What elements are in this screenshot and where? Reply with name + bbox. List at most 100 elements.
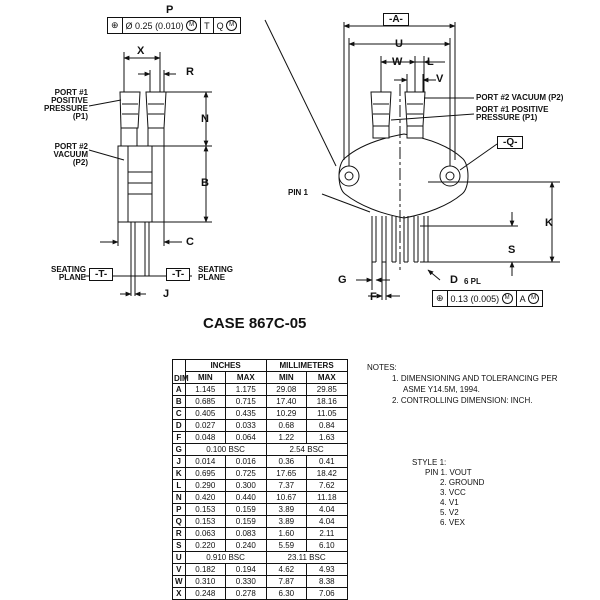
table-cell: 11.05 bbox=[306, 407, 348, 420]
dim-k: K bbox=[545, 217, 553, 229]
table-cell: 29.85 bbox=[306, 383, 348, 396]
dim-p: P bbox=[166, 4, 174, 16]
feature-control-frame-bottom: ⊕ 0.13 (0.005) M A M bbox=[432, 290, 544, 307]
fcf-tolerance: 0.13 (0.005) M bbox=[448, 291, 517, 306]
table-cell: 1.60 bbox=[265, 527, 308, 540]
table-cell: 2.54 BSC bbox=[265, 443, 348, 456]
fcf-tolerance: Ø 0.25 (0.010) M bbox=[123, 18, 202, 33]
style-pin: 4. V1 bbox=[440, 498, 459, 507]
table-cell: 0.695 bbox=[184, 467, 227, 480]
dim-b: B bbox=[201, 177, 209, 189]
table-subheader: MAX bbox=[306, 371, 348, 384]
table-cell: 0.063 bbox=[184, 527, 227, 540]
table-cell: 0.278 bbox=[225, 587, 267, 600]
table-cell: 0.84 bbox=[306, 419, 348, 432]
table-cell: 0.36 bbox=[265, 455, 308, 468]
style-pin: 2. GROUND bbox=[440, 478, 485, 487]
dim-v: V bbox=[436, 73, 444, 85]
table-cell: 29.08 bbox=[265, 383, 308, 396]
dim-u: U bbox=[395, 38, 403, 50]
table-header-inches: INCHES bbox=[184, 359, 267, 372]
table-cell: K bbox=[172, 467, 186, 480]
dim-s: S bbox=[508, 244, 516, 256]
table-cell: N bbox=[172, 491, 186, 504]
table-cell: 0.159 bbox=[225, 515, 267, 528]
fcf-datum-q: Q M bbox=[214, 18, 241, 33]
table-cell: 1.145 bbox=[184, 383, 227, 396]
table-subheader: MIN bbox=[265, 371, 308, 384]
pin1-label: PIN 1 bbox=[288, 188, 309, 197]
table-subheader: MAX bbox=[225, 371, 267, 384]
fcf-datum-t: T bbox=[201, 18, 214, 33]
table-cell: 0.300 bbox=[225, 479, 267, 492]
table-cell: 0.220 bbox=[184, 539, 227, 552]
table-dim-header: DIM bbox=[174, 374, 189, 383]
feature-control-frame-top: ⊕ Ø 0.25 (0.010) M T Q M bbox=[107, 17, 242, 34]
port1-label-left: PORT #1 POSITIVE PRESSURE (P1) bbox=[43, 88, 88, 121]
table-cell: 0.68 bbox=[265, 419, 308, 432]
table-cell: 0.330 bbox=[225, 575, 267, 588]
table-cell: 0.290 bbox=[184, 479, 227, 492]
six-places-label: 6 PL bbox=[464, 277, 481, 286]
table-cell: 0.405 bbox=[184, 407, 227, 420]
front-view bbox=[264, 19, 560, 300]
table-cell: 10.67 bbox=[265, 491, 308, 504]
datum-t-right: -T- bbox=[166, 268, 191, 281]
table-subheader: MIN bbox=[184, 371, 227, 384]
table-cell: 3.89 bbox=[265, 515, 308, 528]
table-cell: 0.014 bbox=[184, 455, 227, 468]
table-cell: 0.159 bbox=[225, 503, 267, 516]
pin-style: STYLE 1: PIN 1. VOUT 2. GROUND 3. VCC 4.… bbox=[412, 458, 484, 528]
table-cell: 0.435 bbox=[225, 407, 267, 420]
table-cell: 0.182 bbox=[184, 563, 227, 576]
table-cell: 4.62 bbox=[265, 563, 308, 576]
table-cell: 0.685 bbox=[184, 395, 227, 408]
table-cell: 17.65 bbox=[265, 467, 308, 480]
position-symbol: ⊕ bbox=[108, 18, 123, 33]
table-cell: R bbox=[172, 527, 186, 540]
notes-header: NOTES: bbox=[367, 363, 397, 372]
table-cell: A bbox=[172, 383, 186, 396]
table-cell: Q bbox=[172, 515, 186, 528]
table-cell: 0.033 bbox=[225, 419, 267, 432]
table-cell: 1.22 bbox=[265, 431, 308, 444]
dim-l: L bbox=[427, 56, 434, 68]
table-cell: 0.048 bbox=[184, 431, 227, 444]
port1-label-right: PORT #1 POSITIVE PRESSURE (P1) bbox=[476, 105, 549, 122]
style-pin: PIN 1. VOUT bbox=[425, 468, 472, 477]
note-item: ASME Y14.5M, 1994. bbox=[403, 385, 480, 394]
table-cell: 7.87 bbox=[265, 575, 308, 588]
table-cell: 0.016 bbox=[225, 455, 267, 468]
datum-a: -A- bbox=[383, 13, 409, 26]
dim-f: F bbox=[370, 291, 377, 303]
table-cell: B bbox=[172, 395, 186, 408]
mmc-modifier: M bbox=[501, 293, 513, 304]
table-cell: U bbox=[172, 551, 186, 564]
table-cell: 0.194 bbox=[225, 563, 267, 576]
table-cell: D bbox=[172, 419, 186, 432]
dim-w: W bbox=[392, 56, 403, 68]
seating-plane-right: SEATING PLANE bbox=[198, 265, 233, 282]
dim-j: J bbox=[163, 288, 170, 300]
note-item: 2. CONTROLLING DIMENSION: INCH. bbox=[392, 396, 533, 405]
port2-label-right: PORT #2 VACUUM (P2) bbox=[476, 93, 564, 102]
table-cell: 2.11 bbox=[306, 527, 348, 540]
table-cell: X bbox=[172, 587, 186, 600]
table-cell: 7.37 bbox=[265, 479, 308, 492]
mmc-modifier: M bbox=[226, 20, 238, 31]
package-drawing bbox=[84, 19, 560, 300]
table-cell: 4.04 bbox=[306, 515, 348, 528]
table-cell: L bbox=[172, 479, 186, 492]
table-cell: 0.725 bbox=[225, 467, 267, 480]
style-header: STYLE 1: bbox=[412, 458, 447, 467]
